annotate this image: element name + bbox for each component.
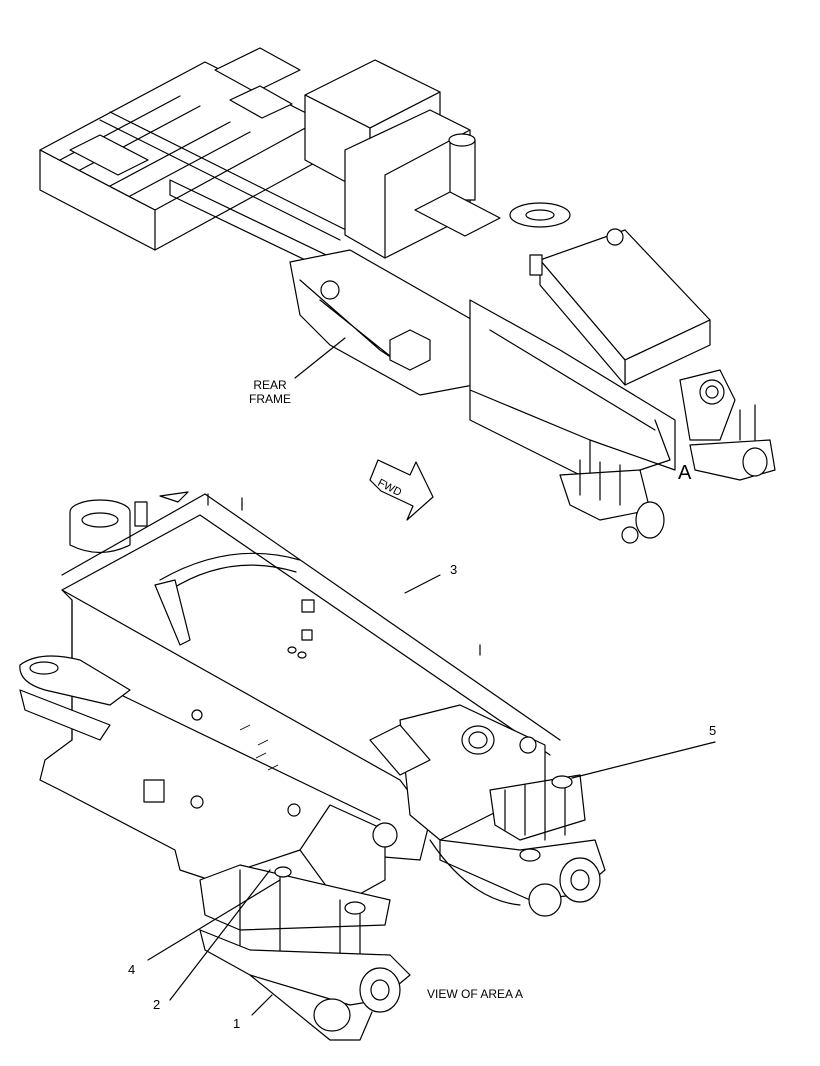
callout-2: 2 (153, 997, 161, 1012)
callout-leaders (147, 574, 716, 1016)
callout-5: 5 (709, 723, 717, 738)
area-a-marker: A (678, 462, 692, 484)
rear-frame-label-line-1: REAR (253, 378, 287, 392)
view-of-area-a-label: VIEW OF AREA A (427, 987, 524, 1001)
area-a-detail-view (19, 491, 606, 1041)
rear-frame-leader (294, 337, 346, 379)
callout-1: 1 (233, 1016, 241, 1031)
callout-4: 4 (128, 962, 136, 977)
rear-frame-assembly (39, 47, 776, 544)
rear-frame-label: REAR FRAME (240, 378, 300, 406)
rear-frame-label-line-2: FRAME (249, 392, 291, 406)
fwd-arrow (369, 459, 434, 521)
callout-3: 3 (450, 562, 458, 577)
